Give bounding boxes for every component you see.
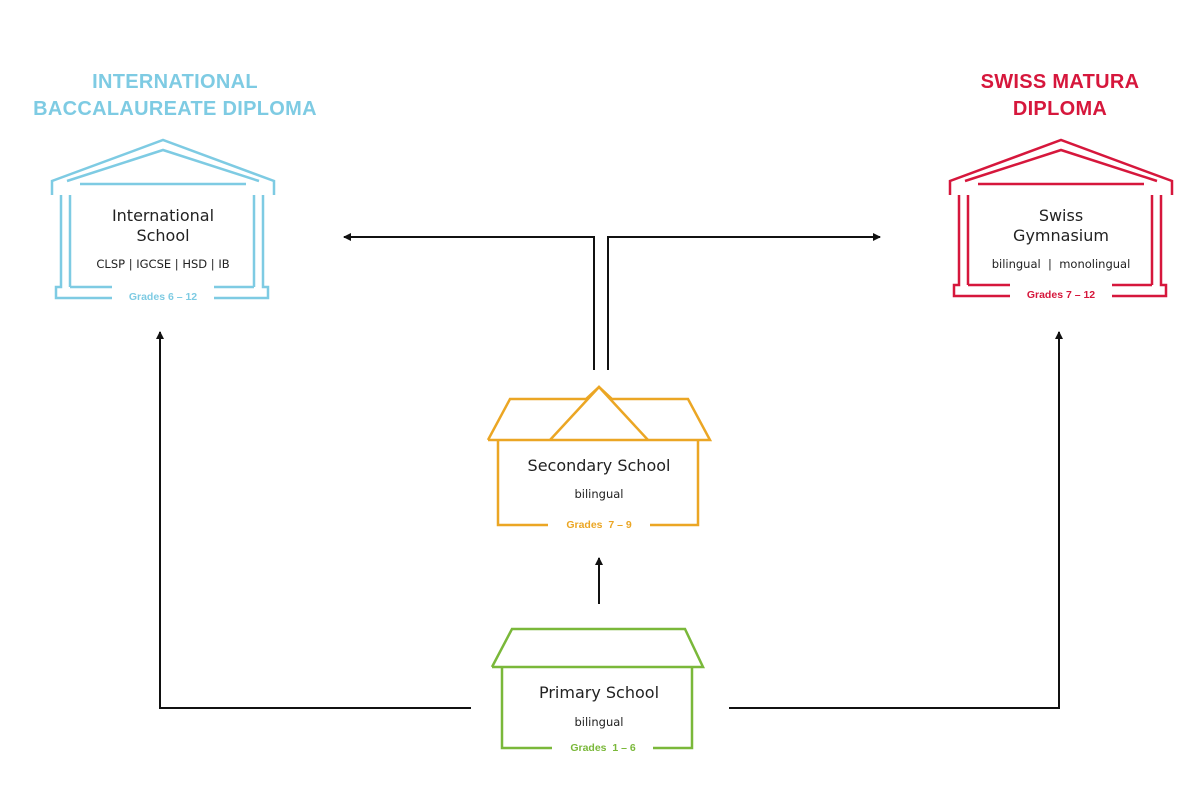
arrow-primary-to-international [156,331,471,709]
primary-programs: bilingual [574,715,624,729]
secondary-grades-label: Grades 7 – 9 [549,519,649,531]
swiss-heading-line2: DIPLOMA [1012,98,1108,120]
international-grades-label: Grades 6 – 12 [113,291,213,303]
swiss-gymnasium-title: Swiss Gymnasium [961,206,1161,246]
arrow-primary-to-gymnasium [729,331,1063,709]
arrow-secondary-to-international [343,233,595,370]
swiss-title-line2: Gymnasium [1013,226,1109,245]
international-heading-line2: BACCALAUREATE DIPLOMA [33,98,317,120]
arrow-secondary-to-gymnasium [607,233,881,370]
international-heading-line1: INTERNATIONAL [92,71,258,93]
pathway-arrows [156,233,1063,709]
primary-school-title: Primary School [538,683,660,702]
secondary-programs: bilingual [574,487,624,501]
international-title-line2: School [136,226,190,245]
international-programs: CLSP | IGCSE | HSD | IB [96,257,230,271]
international-title-line1: International [111,206,215,225]
secondary-school-building-icon [486,385,713,527]
international-school-building-icon [50,138,276,300]
swiss-heading-line1: SWISS MATURA [980,71,1140,93]
international-school-title: International School [63,206,263,246]
primary-school-building-icon [490,627,705,750]
swiss-gymnasium-building-icon [948,138,1174,298]
international-diploma-heading: INTERNATIONAL BACCALAUREATE DIPLOMA [0,69,350,123]
swiss-title-line1: Swiss [1038,206,1084,225]
swiss-programs: bilingual | monolingual [991,257,1131,271]
secondary-school-title: Secondary School [527,456,671,475]
swiss-grades-label: Grades 7 – 12 [1011,289,1111,301]
swiss-diploma-heading: SWISS MATURA DIPLOMA [910,69,1200,123]
primary-grades-label: Grades 1 – 6 [553,742,653,754]
